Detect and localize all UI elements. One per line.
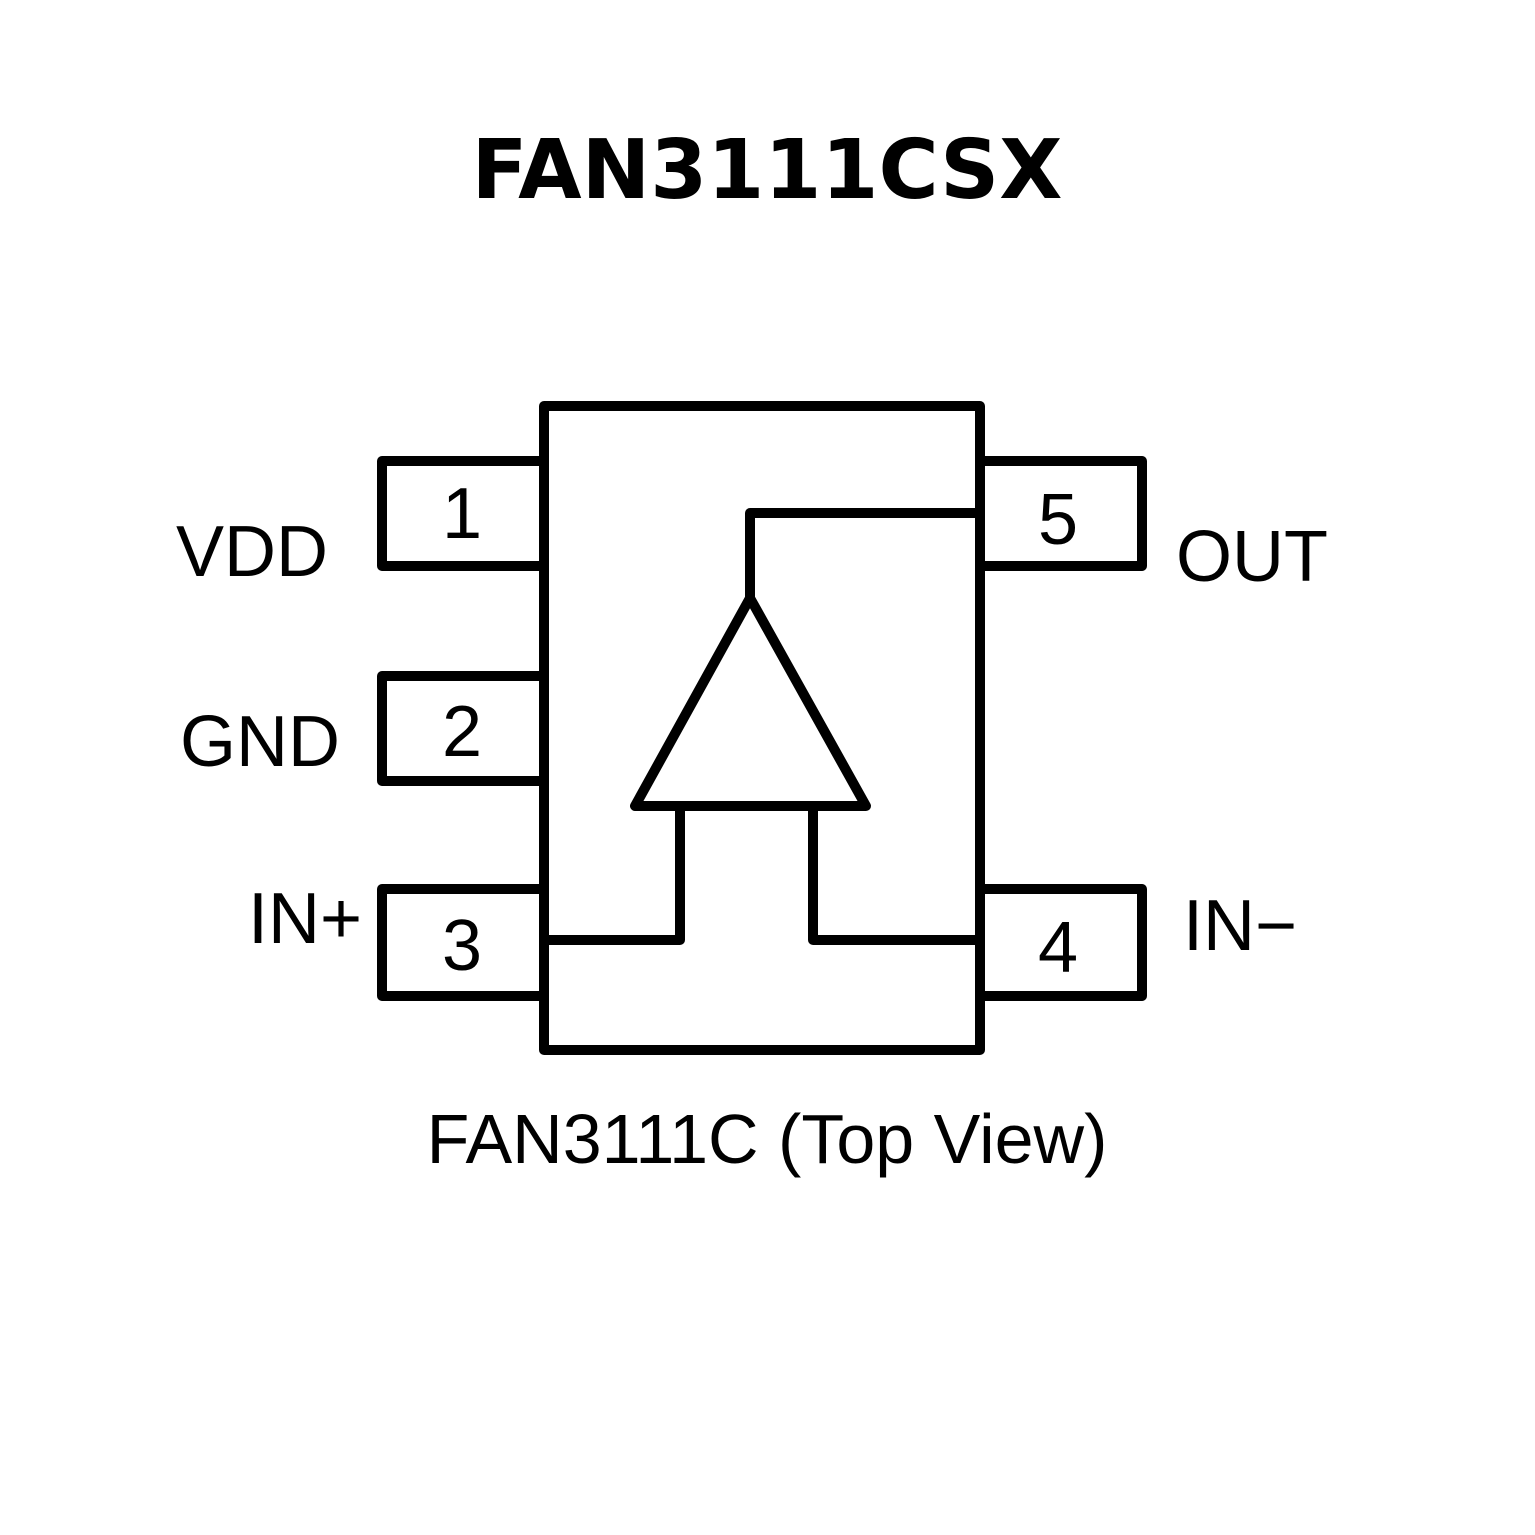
pin-2: 2 GND	[180, 671, 549, 786]
diagram-caption: FAN3111C (Top View)	[427, 1100, 1108, 1178]
package-body	[539, 401, 985, 1055]
pin-4-label: IN−	[1183, 886, 1297, 966]
pin-3-number: 3	[442, 906, 482, 986]
pin-5-number: 5	[1038, 480, 1078, 560]
pin-5-box	[975, 456, 1147, 571]
pin-4-box	[975, 884, 1147, 1001]
pin-1-box	[377, 456, 549, 571]
pin-1-label: VDD	[176, 512, 328, 592]
pin-3-label: IN+	[248, 879, 362, 959]
pin-3: 3 IN+	[248, 879, 549, 1001]
pin-1-number: 1	[442, 474, 482, 554]
in-minus-wire	[808, 801, 985, 945]
output-wire	[745, 508, 985, 603]
pin-2-box	[377, 671, 549, 786]
buffer-triangle-symbol	[630, 593, 871, 811]
part-title: FAN3111CSX	[472, 123, 1063, 218]
pin-1: 1 VDD	[176, 456, 549, 592]
pin-2-number: 2	[442, 692, 482, 772]
pin-2-label: GND	[180, 702, 340, 782]
pin-3-box	[377, 884, 549, 1001]
in-plus-wire	[539, 801, 685, 945]
pin-4-number: 4	[1038, 908, 1078, 988]
pin-4: 4 IN−	[975, 884, 1297, 1001]
pin-5-label: OUT	[1176, 517, 1328, 597]
pin-5: 5 OUT	[975, 456, 1328, 597]
